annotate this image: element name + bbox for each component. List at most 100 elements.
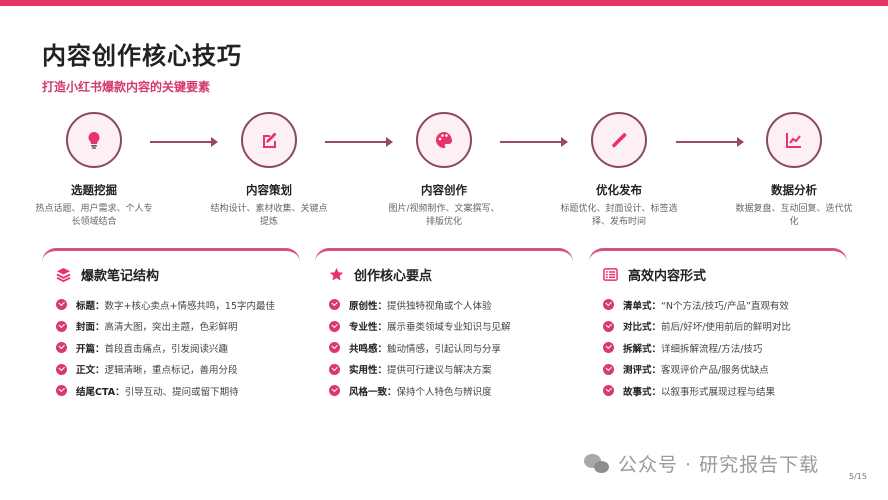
check-circle-icon — [329, 320, 340, 332]
item-text: 数字+核心卖点+情感共鸣，15字内最佳 — [104, 300, 276, 312]
step-topic-mining: 选题挖掘 热点话题、用户需求、个人专长领域结合 — [29, 112, 159, 229]
card-header: 创作核心要点 — [329, 265, 573, 284]
item-text: 以叙事形式展现过程与结果 — [661, 386, 776, 398]
item-text: 提供独特视角或个人体验 — [387, 300, 492, 312]
item-label: 拆解式： — [623, 343, 662, 355]
step-title: 内容创作 — [421, 183, 467, 197]
step-circle — [241, 112, 297, 168]
ruler-icon — [611, 132, 627, 148]
watermark-text: 公众号 · 研究报告下载 — [618, 454, 820, 476]
item-label: 测评式： — [623, 365, 662, 377]
check-circle-icon — [603, 299, 614, 311]
step-circle — [416, 112, 472, 168]
step-circle — [591, 112, 647, 168]
step-desc: 标题优化、封面设计、标签选择、发布时间 — [560, 204, 678, 227]
item-text: 展示垂类领域专业知识与见解 — [387, 322, 511, 334]
item-label: 共鸣感： — [349, 343, 388, 355]
chart-line-icon — [786, 133, 801, 148]
flow-arrow — [500, 137, 568, 147]
palette-icon — [436, 132, 452, 148]
page-title: 内容创作核心技巧 — [42, 42, 242, 70]
item-text: “N个方法/技巧/产品”直观有效 — [661, 300, 789, 312]
item-label: 开篇： — [76, 343, 105, 355]
flow-arrow — [676, 137, 744, 147]
page-subtitle: 打造小红书爆款内容的关键要素 — [42, 80, 211, 94]
list-item: 实用性：提供可行建议与解决方案 — [329, 359, 573, 381]
list-item: 对比式：前后/好坏/使用前后的鲜明对比 — [603, 316, 847, 338]
item-text: 引导互动、提问或留下期待 — [124, 386, 239, 398]
card-title: 高效内容形式 — [628, 269, 707, 284]
card-viral-note-structure: 爆款笔记结构 标题：数字+核心卖点+情感共鸣，15字内最佳 封面：高清大图，突出… — [42, 248, 300, 411]
step-publish-optimize: 优化发布 标题优化、封面设计、标签选择、发布时间 — [554, 112, 684, 229]
item-text: 保持个人特色与辨识度 — [396, 386, 492, 398]
list-item: 标题：数字+核心卖点+情感共鸣，15字内最佳 — [56, 294, 300, 316]
step-title: 优化发布 — [596, 183, 642, 197]
list-item: 清单式：“N个方法/技巧/产品”直观有效 — [603, 294, 847, 316]
card-creation-key-points: 创作核心要点 原创性：提供独特视角或个人体验 专业性：展示垂类领域专业知识与见解… — [315, 248, 573, 411]
item-label: 结尾CTA： — [76, 386, 125, 398]
card-header: 爆款笔记结构 — [56, 265, 300, 284]
item-text: 首段直击痛点，引发阅读兴趣 — [104, 343, 229, 355]
card-header: 高效内容形式 — [603, 265, 847, 284]
item-text: 客观评价产品/服务优缺点 — [661, 365, 769, 377]
item-label: 实用性： — [349, 365, 388, 377]
check-circle-icon — [56, 299, 67, 311]
card-list: 清单式：“N个方法/技巧/产品”直观有效 对比式：前后/好坏/使用前后的鲜明对比… — [603, 294, 847, 402]
list-item: 开篇：首段直击痛点，引发阅读兴趣 — [56, 337, 300, 359]
check-circle-icon — [56, 385, 67, 397]
list-item: 风格一致：保持个人特色与辨识度 — [329, 380, 573, 402]
item-text: 高清大图，突出主题，色彩鲜明 — [104, 322, 238, 334]
check-circle-icon — [603, 385, 614, 397]
item-label: 对比式： — [623, 322, 662, 334]
star-icon — [329, 267, 344, 281]
item-text: 逻辑清晰，重点标记，善用分段 — [104, 365, 238, 377]
check-circle-icon — [603, 320, 614, 332]
list-item: 故事式：以叙事形式展现过程与结果 — [603, 380, 847, 402]
wechat-icon — [584, 453, 612, 475]
layers-icon — [56, 267, 71, 282]
check-circle-icon — [329, 385, 340, 397]
flow-arrow — [325, 137, 393, 147]
list-item: 正文：逻辑清晰，重点标记，善用分段 — [56, 359, 300, 381]
step-title: 选题挖掘 — [71, 183, 117, 197]
lightbulb-icon — [88, 131, 100, 149]
step-desc: 热点话题、用户需求、个人专长领域结合 — [35, 204, 153, 227]
item-text: 详细拆解流程/方法/技巧 — [661, 343, 763, 355]
list-item: 测评式：客观评价产品/服务优缺点 — [603, 359, 847, 381]
step-data-analysis: 数据分析 数据复盘、互动回复、迭代优化 — [729, 112, 859, 229]
top-accent-bar — [0, 0, 888, 6]
check-circle-icon — [329, 299, 340, 311]
item-label: 专业性： — [349, 322, 388, 334]
step-circle — [66, 112, 122, 168]
item-label: 原创性： — [349, 300, 388, 312]
list-item: 原创性：提供独特视角或个人体验 — [329, 294, 573, 316]
list-item: 共鸣感：触动情感，引起认同与分享 — [329, 337, 573, 359]
check-circle-icon — [56, 320, 67, 332]
check-circle-icon — [329, 363, 340, 375]
check-circle-icon — [329, 342, 340, 354]
card-title: 创作核心要点 — [354, 269, 433, 284]
item-text: 触动情感，引起认同与分享 — [387, 343, 502, 355]
item-label: 标题： — [76, 300, 105, 312]
step-content-planning: 内容策划 结构设计、素材收集、关键点提炼 — [204, 112, 334, 229]
card-title: 爆款笔记结构 — [81, 269, 160, 284]
page-number: 5/15 — [849, 472, 867, 481]
step-content-creation: 内容创作 图片/视频制作、文案撰写、排版优化 — [379, 112, 509, 229]
check-circle-icon — [603, 363, 614, 375]
item-label: 正文： — [76, 365, 105, 377]
check-circle-icon — [56, 342, 67, 354]
list-item: 封面：高清大图，突出主题，色彩鲜明 — [56, 316, 300, 338]
list-icon — [603, 268, 618, 281]
step-desc: 数据复盘、互动回复、迭代优化 — [735, 204, 853, 227]
card-list: 标题：数字+核心卖点+情感共鸣，15字内最佳 封面：高清大图，突出主题，色彩鲜明… — [56, 294, 300, 402]
step-desc: 结构设计、素材收集、关键点提炼 — [210, 204, 328, 227]
step-title: 内容策划 — [246, 183, 292, 197]
card-list: 原创性：提供独特视角或个人体验 专业性：展示垂类领域专业知识与见解 共鸣感：触动… — [329, 294, 573, 402]
edit-icon — [263, 132, 277, 148]
step-desc: 图片/视频制作、文案撰写、排版优化 — [388, 204, 500, 227]
card-efficient-content-formats: 高效内容形式 清单式：“N个方法/技巧/产品”直观有效 对比式：前后/好坏/使用… — [589, 248, 847, 411]
item-text: 提供可行建议与解决方案 — [387, 365, 492, 377]
list-item: 拆解式：详细拆解流程/方法/技巧 — [603, 337, 847, 359]
item-label: 封面： — [76, 322, 105, 334]
check-circle-icon — [56, 363, 67, 375]
